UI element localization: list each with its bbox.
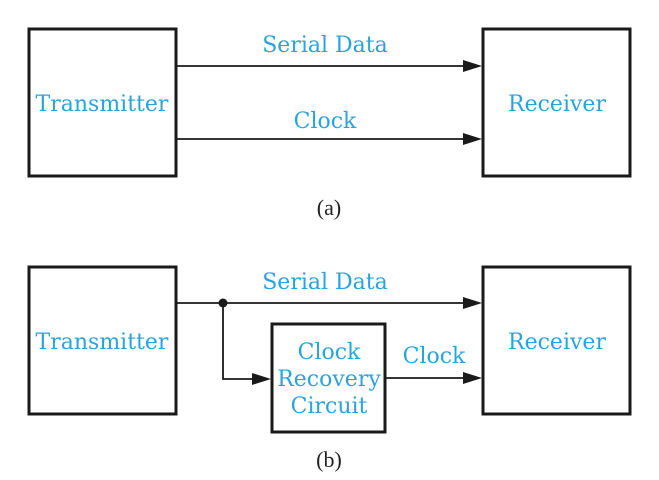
tap-line-to-recovery <box>222 303 255 380</box>
tap-arrowhead <box>252 373 271 385</box>
clock-recovery-circuit-block <box>270 322 387 434</box>
clock-arrowhead-a <box>463 133 482 145</box>
serial-data-arrowhead-b <box>463 297 482 309</box>
serial-data-label-a: Serial Data <box>262 33 388 58</box>
clock-label-a: Clock <box>294 109 357 134</box>
recovery-label-line3: Circuit <box>291 394 368 419</box>
recovered-clock-arrowhead <box>463 372 482 384</box>
recovery-label-line2: Recovery <box>277 367 381 392</box>
transmitter-block-a <box>27 27 178 178</box>
transmitter-label-b: Transmitter <box>36 330 169 355</box>
transmitter-block-b <box>27 265 178 416</box>
diagram-b: Transmitter Receiver Serial Data Clock R… <box>27 265 632 472</box>
receiver-block-b <box>481 265 632 416</box>
receiver-block-a <box>481 27 632 178</box>
receiver-label-b: Receiver <box>508 330 606 355</box>
caption-b: (b) <box>316 447 342 472</box>
recovery-label-line1: Clock <box>298 340 361 365</box>
caption-a: (a) <box>317 195 341 220</box>
serial-data-label-b: Serial Data <box>262 270 388 295</box>
receiver-label-a: Receiver <box>508 92 606 117</box>
serial-data-arrowhead-a <box>463 60 482 72</box>
diagram-a: Transmitter Receiver Serial Data Clock (… <box>27 27 632 220</box>
transmitter-label-a: Transmitter <box>36 92 169 117</box>
clock-label-b: Clock <box>403 344 466 369</box>
